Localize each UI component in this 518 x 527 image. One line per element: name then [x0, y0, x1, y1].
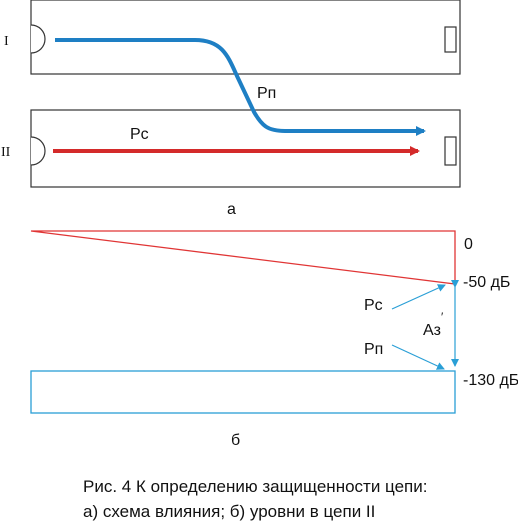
az-prime-mark: ′ — [441, 310, 444, 324]
part-b-label: б — [231, 432, 240, 449]
figure-caption: Рис. 4 К определению защищенности цепи: … — [83, 474, 427, 524]
level-interference-label: -130 дБ — [463, 372, 518, 389]
pn-pointer — [391, 344, 445, 370]
scheme-a: I II Рп Рс а — [1, 0, 461, 218]
pc-label-a: Рс — [130, 126, 149, 143]
circuit-1-source-icon — [30, 24, 46, 54]
level-0-label: 0 — [464, 236, 473, 253]
signal-level-diagram — [30, 230, 456, 285]
pn-label-b: Рп — [364, 341, 383, 358]
caption-line-2: а) схема влияния; б) уровни в цепи II — [83, 502, 376, 521]
circuit-1-load-icon — [444, 26, 457, 53]
circuit-2-box — [30, 109, 461, 188]
circuit-1-label: I — [4, 34, 9, 49]
pc-pointer — [391, 284, 446, 310]
part-a-label: а — [227, 201, 236, 218]
circuit-2-load-icon — [444, 136, 457, 166]
circuit-2-source-icon — [30, 136, 46, 166]
pc-label-b: Рс — [364, 297, 383, 314]
level-signal-label: -50 дБ — [463, 274, 510, 291]
circuit-1-box — [30, 0, 461, 75]
caption-line-1: Рис. 4 К определению защищенности цепи: — [83, 477, 428, 496]
interference-path — [55, 38, 426, 136]
az-label: Аз — [423, 322, 441, 339]
levels-b: 0 -50 дБ -130 дБ Рс Рп Аз ′ б — [30, 230, 518, 449]
interference-level-diagram — [30, 370, 456, 414]
pn-label-a: Рп — [257, 85, 276, 102]
circuit-2-label: II — [1, 145, 11, 160]
